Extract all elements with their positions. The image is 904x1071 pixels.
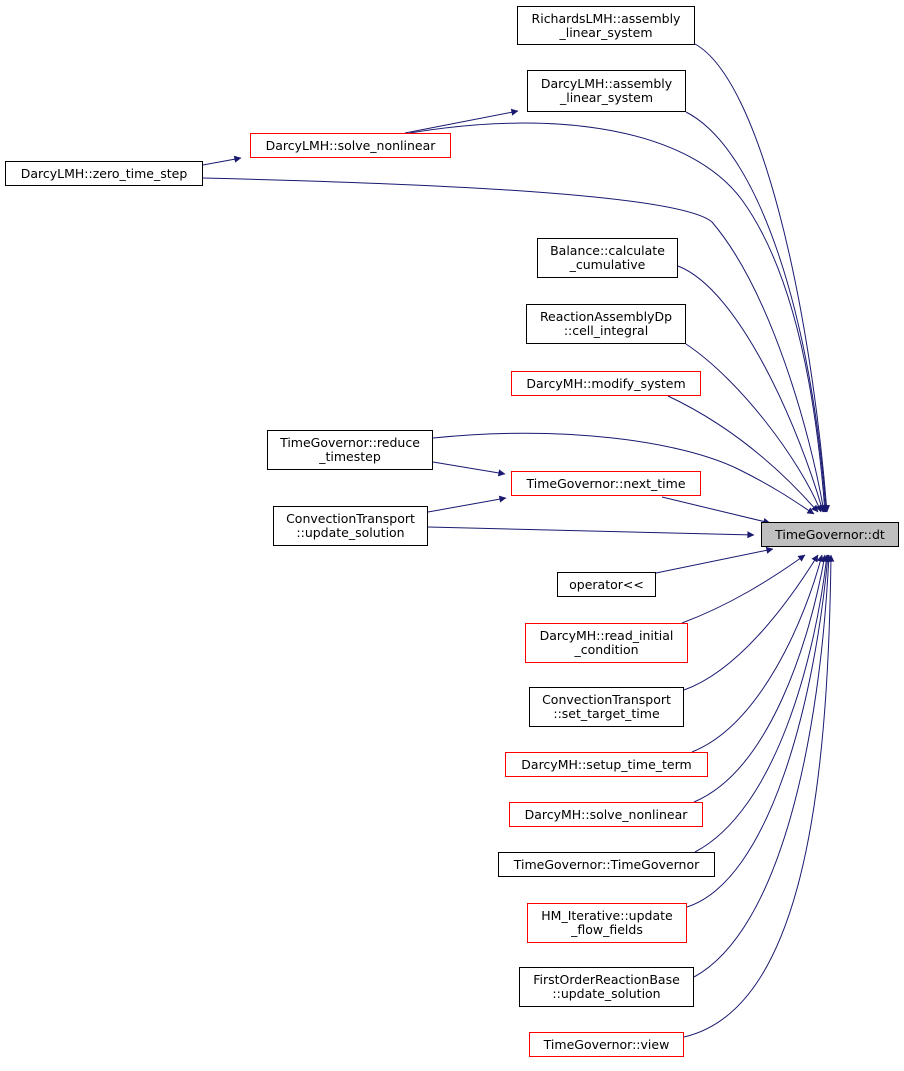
call-edge-ct-update-solution-to-tg-next-time: [427, 495, 507, 513]
graph-node-darcylmh-zero-time-step[interactable]: DarcyLMH::zero_time_step: [5, 161, 203, 186]
graph-node-darcymh-modify-system[interactable]: DarcyMH::modify_system: [511, 371, 701, 396]
node-label-line: TimeGovernor::TimeGovernor: [513, 856, 700, 872]
node-label-line: DarcyLMH::assembly: [540, 76, 673, 91]
node-label-line: ::set_target_time: [553, 706, 660, 721]
call-edge-ct-set-target-time-to-tg-dt: [683, 554, 819, 691]
graph-node-darcymh-solve-nonlinear[interactable]: DarcyMH::solve_nonlinear: [509, 802, 703, 827]
call-edge-tg-reduce-timestep-to-tg-dt: [432, 432, 815, 515]
node-label-line: TimeGovernor::next_time: [526, 475, 686, 491]
node-label-line: ::cell_integral: [563, 323, 649, 338]
call-edge-darcylmh-zero-time-step-to-tg-dt: [202, 177, 827, 513]
graph-node-darcylmh-solve-nonlinear[interactable]: DarcyLMH::solve_nonlinear: [250, 133, 451, 158]
node-label-line: DarcyMH::modify_system: [526, 375, 686, 391]
call-edge-darcymh-solve-nonlinear-to-tg-dt: [693, 554, 828, 803]
call-edge-ct-update-solution-to-tg-dt: [427, 526, 755, 539]
call-edge-darcylmh-zero-time-step-to-darcylmh-solve-nonlinear: [202, 155, 242, 166]
call-edge-darcymh-read-initial-condition-to-tg-dt: [681, 554, 806, 624]
call-edge-tg-constructor-to-tg-dt: [694, 554, 830, 853]
graph-node-tg-reduce-timestep[interactable]: TimeGovernor::reduce_timestep: [267, 430, 433, 470]
graph-node-operator-ltlt[interactable]: operator<<: [557, 572, 656, 597]
call-edge-tg-view-to-tg-dt: [683, 554, 835, 1038]
graph-node-darcymh-setup-time-term[interactable]: DarcyMH::setup_time_term: [505, 752, 708, 777]
call-edge-darcymh-modify-system-to-tg-dt: [667, 395, 819, 513]
node-label-line: RichardsLMH::assembly: [531, 10, 681, 26]
node-label-line: DarcyMH::setup_time_term: [521, 756, 692, 772]
node-label-line: ReactionAssemblyDp: [539, 309, 673, 324]
node-label-line: DarcyLMH::zero_time_step: [20, 165, 188, 181]
node-label-line: FirstOrderReactionBase: [533, 972, 680, 987]
call-edge-darcylmh-assembly-to-tg-dt: [685, 111, 830, 513]
graph-node-balance-calculate-cumulative[interactable]: Balance::calculate_cumulative: [537, 238, 678, 278]
graph-node-darcylmh-assembly[interactable]: DarcyLMH::assembly_linear_system: [527, 70, 686, 112]
graph-node-darcymh-read-initial-condition[interactable]: DarcyMH::read_initial_condition: [525, 623, 688, 663]
graph-node-hm-update-flow-fields[interactable]: HM_Iterative::update_flow_fields: [527, 903, 687, 943]
node-label-line: DarcyLMH::solve_nonlinear: [265, 137, 436, 153]
node-label-line: Balance::calculate: [550, 243, 665, 258]
node-label-line: TimeGovernor::reduce: [280, 435, 420, 450]
call-edge-darcylmh-solve-nonlinear-to-tg-dt: [409, 122, 829, 513]
node-label-line: operator<<: [569, 576, 644, 592]
call-edge-tg-next-time-to-tg-dt: [661, 496, 771, 525]
graph-node-tg-next-time[interactable]: TimeGovernor::next_time: [511, 471, 701, 496]
graph-node-tg-constructor[interactable]: TimeGovernor::TimeGovernor: [498, 852, 715, 877]
graph-node-tg-view[interactable]: TimeGovernor::view: [529, 1032, 684, 1057]
node-label-line: HM_Iterative::update: [541, 908, 673, 923]
node-label-line: _cumulative: [569, 257, 646, 272]
node-label-line: ::update_solution: [296, 525, 405, 540]
call-edge-operator-ltlt-to-tg-dt: [655, 546, 774, 574]
node-label-line: TimeGovernor::dt: [775, 526, 885, 542]
call-edge-darcymh-setup-time-term-to-tg-dt: [691, 554, 824, 753]
node-label-line: _linear_system: [559, 24, 653, 40]
node-label-line: DarcyMH::solve_nonlinear: [524, 806, 688, 822]
graph-node-forb-update-solution[interactable]: FirstOrderReactionBase::update_solution: [519, 967, 694, 1007]
node-label-line: _condition: [574, 642, 639, 657]
call-edge-reaction-cell-integral-to-tg-dt: [685, 343, 822, 513]
call-edge-balance-calculate-cumulative-to-tg-dt: [677, 265, 825, 513]
graph-node-ct-update-solution[interactable]: ConvectionTransport::update_solution: [273, 506, 428, 546]
call-edge-hm-update-flow-fields-to-tg-dt: [686, 554, 831, 908]
call-edge-darcylmh-solve-nonlinear-to-darcylmh-assembly: [404, 108, 519, 134]
graph-node-tg-dt: TimeGovernor::dt: [761, 522, 899, 547]
call-edge-tg-reduce-timestep-to-tg-next-time: [432, 461, 506, 477]
node-label-line: _flow_fields: [571, 922, 643, 937]
call-edge-richards-assembly-to-tg-dt: [694, 43, 831, 513]
node-label-line: _linear_system: [559, 90, 654, 105]
graph-node-ct-set-target-time[interactable]: ConvectionTransport::set_target_time: [529, 687, 684, 727]
node-label-line: _timestep: [319, 449, 381, 464]
graph-node-reaction-cell-integral[interactable]: ReactionAssemblyDp::cell_integral: [526, 304, 686, 344]
call-edge-forb-update-solution-to-tg-dt: [693, 554, 833, 978]
graph-node-richards-assembly[interactable]: RichardsLMH::assembly_linear_system: [517, 6, 695, 45]
node-label-line: ConvectionTransport: [286, 511, 415, 526]
node-label-line: TimeGovernor::view: [543, 1036, 670, 1052]
node-label-line: ConvectionTransport: [542, 692, 671, 707]
node-label-line: ::update_solution: [552, 986, 661, 1001]
node-label-line: DarcyMH::read_initial: [539, 628, 674, 643]
